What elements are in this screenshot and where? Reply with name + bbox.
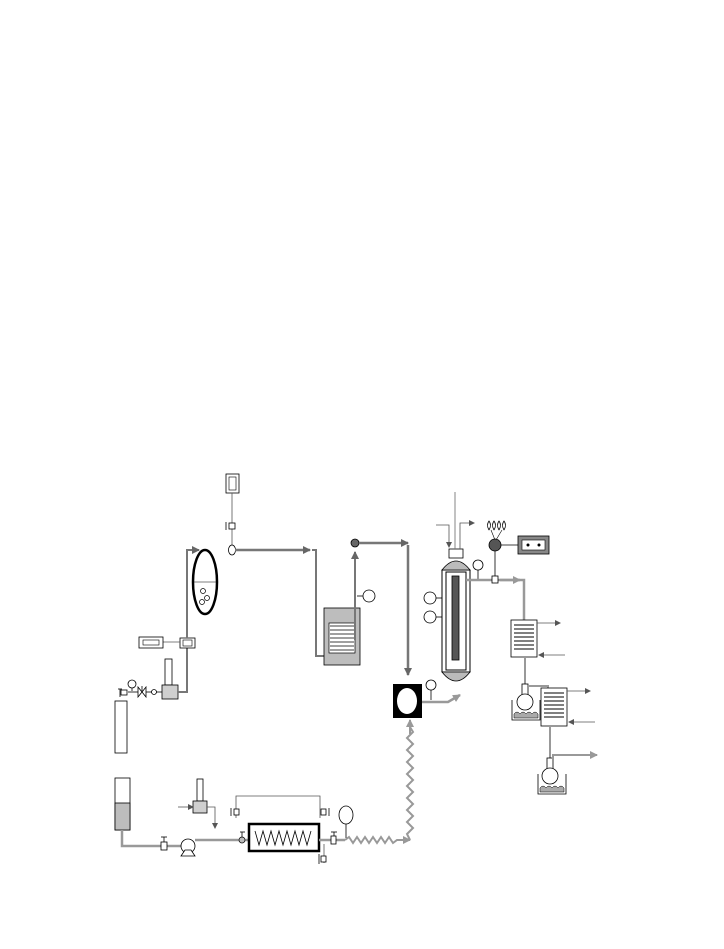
reactor-probe-outlet bbox=[459, 520, 475, 549]
sampling-valve-icon bbox=[318, 831, 337, 864]
mixer-icon bbox=[393, 684, 422, 718]
outlet-pressure-gauge-icon bbox=[338, 805, 354, 838]
pressure-gauge-icon bbox=[127, 679, 137, 692]
bypass-valve-right-icon bbox=[320, 808, 330, 816]
condenser-coil-icon bbox=[540, 687, 568, 727]
gauge-box-icon bbox=[225, 473, 240, 494]
junction-icon bbox=[238, 836, 246, 844]
junction-dot-icon bbox=[350, 538, 360, 548]
gas-line-to-flow-controller bbox=[178, 646, 188, 693]
display-box-icon bbox=[138, 636, 164, 649]
pump-icon bbox=[180, 838, 196, 857]
liquid-line-to-pump bbox=[120, 830, 182, 848]
auxiliary-line bbox=[207, 806, 218, 829]
flask-in-bath-icon bbox=[537, 757, 567, 795]
cylinder-valve-icon bbox=[118, 688, 128, 697]
heat-traced-riser bbox=[405, 726, 415, 841]
display-box-icon bbox=[517, 535, 550, 555]
vent-line bbox=[552, 751, 598, 760]
reservoir-icon bbox=[114, 777, 131, 831]
reactor-probe-inlet bbox=[436, 524, 452, 548]
reactor-thermocouples-icon bbox=[423, 591, 442, 624]
needle-valve-icon bbox=[137, 685, 147, 699]
check-valve-icon bbox=[151, 689, 157, 695]
line-to-condenser-1 bbox=[500, 578, 526, 620]
preheater-thermocouple-icon bbox=[357, 589, 376, 603]
mixer-thermocouple-icon bbox=[425, 679, 437, 700]
reactor-outlet-gauge-icon bbox=[472, 559, 484, 580]
zigzag-heater-icon bbox=[247, 822, 321, 853]
gas-cylinder-icon bbox=[114, 700, 128, 754]
gas-line-down-to-coil bbox=[312, 549, 330, 657]
reactor-column-icon bbox=[441, 548, 471, 682]
tee-icon bbox=[240, 831, 245, 837]
regulator-icon bbox=[161, 658, 179, 700]
liquid-valve-icon bbox=[160, 836, 168, 851]
bypass-valve-left-icon bbox=[230, 808, 240, 816]
flow-controller-icon bbox=[179, 637, 196, 649]
heat-traced-line bbox=[344, 835, 411, 845]
condenser-coil-icon bbox=[510, 619, 538, 658]
tee-junction-icon bbox=[228, 544, 236, 556]
thermocouple-icon bbox=[487, 520, 518, 584]
ellipse-vessel-icon bbox=[191, 548, 219, 616]
gas-line-to-vessel bbox=[186, 546, 200, 638]
bypass-line bbox=[235, 795, 321, 818]
flask-in-bath-icon bbox=[511, 683, 541, 721]
transducer-valve-icon bbox=[225, 522, 236, 530]
mixer-to-reactor-line bbox=[422, 693, 461, 704]
auxiliary-regulator-icon bbox=[192, 778, 208, 814]
